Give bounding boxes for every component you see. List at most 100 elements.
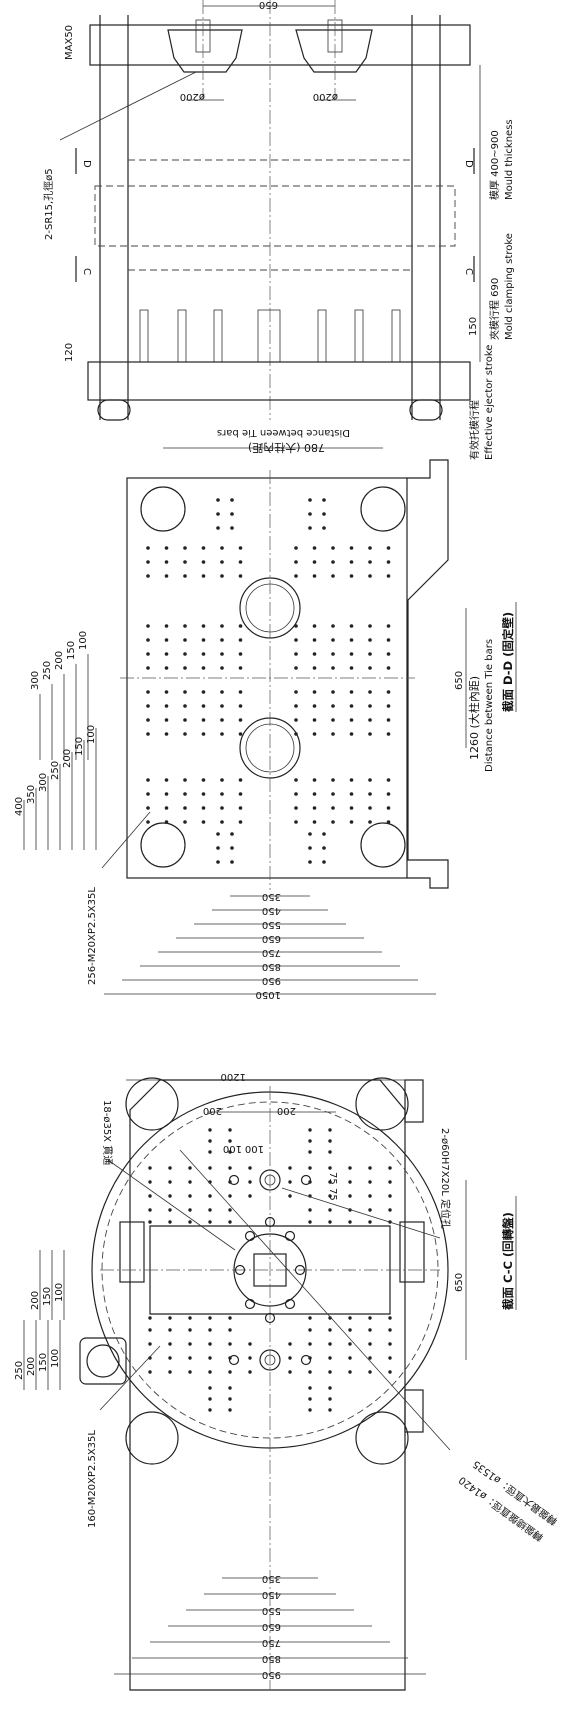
tapped-hole: [368, 778, 372, 782]
tapped-hole: [312, 820, 317, 824]
tapped-hole: [220, 732, 224, 736]
tapped-hole: [188, 1180, 192, 1184]
tapped-hole: [331, 792, 335, 796]
tapped-hole: [294, 732, 298, 736]
tapped-hole: [294, 704, 298, 708]
tapped-hole: [228, 1408, 232, 1412]
dim-150: 150: [468, 317, 479, 336]
tapped-hole: [349, 806, 354, 810]
tapped-hole: [348, 1180, 352, 1184]
tapped-hole: [208, 1328, 212, 1332]
dim-label: 350: [26, 785, 37, 804]
tapped-hole: [238, 806, 243, 810]
leader-locating: [281, 1187, 441, 1239]
tapped-hole: [146, 638, 150, 642]
tapped-hole: [308, 1150, 312, 1154]
tapped-hole: [308, 1397, 312, 1401]
tapped-hole: [183, 546, 187, 550]
tapped-hole: [288, 1356, 292, 1360]
side-lug-top: [404, 1079, 424, 1123]
tapped-hole: [349, 820, 354, 824]
tapped-hole: [164, 806, 169, 810]
tapped-hole: [386, 574, 391, 578]
through-hole: [284, 1230, 296, 1242]
tapped-hole: [228, 1150, 232, 1154]
tapped-hole: [220, 792, 224, 796]
tapped-hole: [201, 574, 206, 578]
tapped-hole: [349, 652, 354, 656]
corner-hole-br: [355, 1411, 409, 1465]
through-hole: [300, 1174, 312, 1186]
tapped-hole: [328, 1166, 332, 1170]
tapped-hole: [238, 546, 243, 550]
tapped-hole: [148, 1342, 152, 1346]
tapped-hole: [216, 512, 220, 516]
tapped-hole: [368, 638, 372, 642]
tapped-hole: [312, 624, 317, 628]
tapped-hole: [164, 574, 169, 578]
moving-platen: [87, 361, 471, 401]
tapped-hole: [386, 638, 391, 642]
section-title-cc: 截面 C-C (回轉盤): [501, 1212, 515, 1310]
dim-label: 300: [38, 773, 49, 792]
through-hole: [294, 1264, 306, 1276]
tapped-hole: [312, 704, 317, 708]
ejector-cn: 有效托模行程: [468, 400, 481, 460]
tapped-hole: [331, 574, 335, 578]
dim-label: 200: [62, 749, 73, 768]
tapped-hole: [230, 526, 234, 530]
through-hole: [244, 1230, 256, 1242]
tapped-hole: [230, 498, 234, 502]
tapped-hole: [328, 1150, 332, 1154]
dim-label: 750: [262, 947, 281, 958]
through-hole: [228, 1354, 240, 1366]
tapped-hole: [228, 1194, 232, 1198]
nozzle-housing-left: [167, 29, 243, 73]
tapped-hole: [148, 1194, 152, 1198]
tapped-hole: [220, 778, 224, 782]
tapped-hole: [312, 666, 317, 670]
dim-label: 100: [86, 725, 97, 744]
tapped-hole: [322, 832, 326, 836]
tapped-hole: [220, 624, 224, 628]
dim-label: 450: [262, 905, 281, 916]
tapped-hole: [183, 718, 187, 722]
through-hole: [284, 1298, 296, 1310]
rail-block-right: [399, 1221, 425, 1283]
dim-75-b: 75: [327, 1188, 338, 1201]
tapped-hole: [238, 638, 243, 642]
dim-label: 650: [262, 933, 281, 944]
dim-label: 400: [14, 797, 25, 816]
dim-100-a: 100: [223, 1143, 242, 1154]
dim-label: 550: [262, 919, 281, 930]
tapped-hole: [188, 1316, 192, 1320]
section-d-left: D: [81, 160, 92, 168]
tapped-hole: [312, 806, 317, 810]
tapped-hole: [308, 1139, 312, 1143]
through-hole: [264, 1216, 276, 1228]
through-holes-cc: [228, 1174, 312, 1366]
tapped-hole: [308, 1386, 312, 1390]
tapped-hole: [328, 1194, 332, 1198]
tapped-hole: [248, 1356, 252, 1360]
tapped-hole: [168, 1180, 172, 1184]
tapped-hole: [220, 820, 224, 824]
tapped-hole: [331, 546, 335, 550]
tapped-hole: [331, 778, 335, 782]
dim-label: 550: [262, 1605, 281, 1616]
tap-spec-cc: 160-M20XP2.5X35L: [87, 1430, 98, 1528]
tap-spec-dd: 256-M20XP2.5X35L: [87, 887, 98, 985]
tapped-hole: [146, 666, 150, 670]
tapped-hole: [208, 1356, 212, 1360]
tapped-hole: [368, 792, 372, 796]
tapped-hole: [188, 1194, 192, 1198]
tie-bar-hole-tr: [360, 486, 406, 532]
tapped-hole: [349, 778, 354, 782]
tapped-hole: [164, 546, 169, 550]
dim-label: 250: [42, 661, 53, 680]
tapped-hole: [322, 860, 326, 864]
tapped-hole: [201, 560, 206, 564]
tapped-hole: [168, 1166, 172, 1170]
tapped-hole: [368, 1342, 372, 1346]
tapped-hole: [368, 820, 372, 824]
